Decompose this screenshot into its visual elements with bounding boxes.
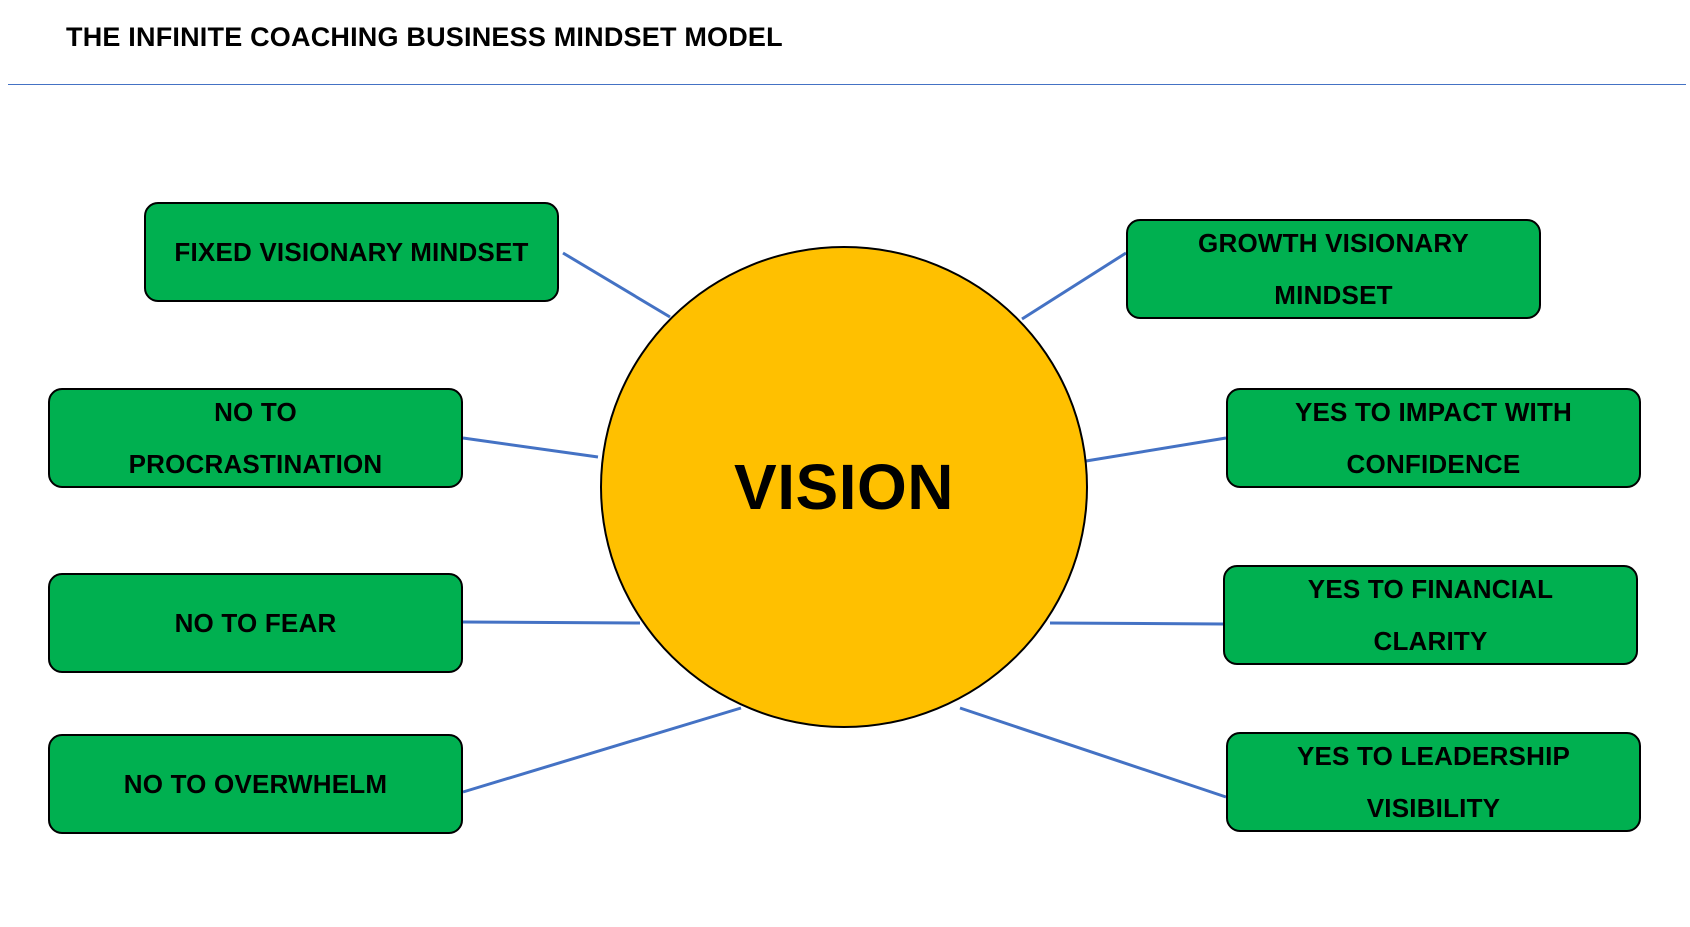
node-no-to-fear: NO TO FEAR (48, 573, 463, 673)
connector-no-overwhelm (462, 706, 742, 794)
page-title: THE INFINITE COACHING BUSINESS MINDSET M… (66, 22, 783, 52)
node-no-to-overwhelm: NO TO OVERWHELM (48, 734, 463, 834)
node-label: NO TO PROCRASTINATION (128, 397, 383, 479)
connector-fixed-visionary (562, 251, 671, 319)
vision-hub-circle: VISION (600, 246, 1088, 728)
connector-yes-financial (1049, 621, 1224, 626)
node-yes-to-financial-clarity: YES TO FINANCIAL CLARITY (1223, 565, 1638, 665)
connector-no-procrastination (462, 436, 599, 459)
node-growth-visionary-mindset: GROWTH VISIONARY MINDSET (1126, 219, 1541, 319)
connector-no-fear (462, 620, 641, 625)
connector-growth-visionary (1021, 251, 1127, 321)
node-label: YES TO IMPACT WITH CONFIDENCE (1294, 397, 1573, 479)
node-label: YES TO LEADERSHIP VISIBILITY (1296, 741, 1571, 823)
node-label: FIXED VISIONARY MINDSET (174, 237, 529, 267)
node-yes-to-leadership-visibility: YES TO LEADERSHIP VISIBILITY (1226, 732, 1641, 832)
connector-yes-impact (1085, 436, 1227, 463)
title-divider (8, 84, 1686, 85)
node-label: GROWTH VISIONARY MINDSET (1198, 228, 1469, 310)
node-yes-to-impact-with-confidence: YES TO IMPACT WITH CONFIDENCE (1226, 388, 1641, 488)
node-label: YES TO FINANCIAL CLARITY (1307, 574, 1554, 656)
node-no-to-procrastination: NO TO PROCRASTINATION (48, 388, 463, 488)
connector-yes-leadership (959, 706, 1227, 799)
hub-label: VISION (734, 451, 954, 523)
node-fixed-visionary-mindset: FIXED VISIONARY MINDSET (144, 202, 559, 302)
node-label: NO TO FEAR (174, 608, 337, 638)
node-label: NO TO OVERWHELM (123, 769, 388, 799)
